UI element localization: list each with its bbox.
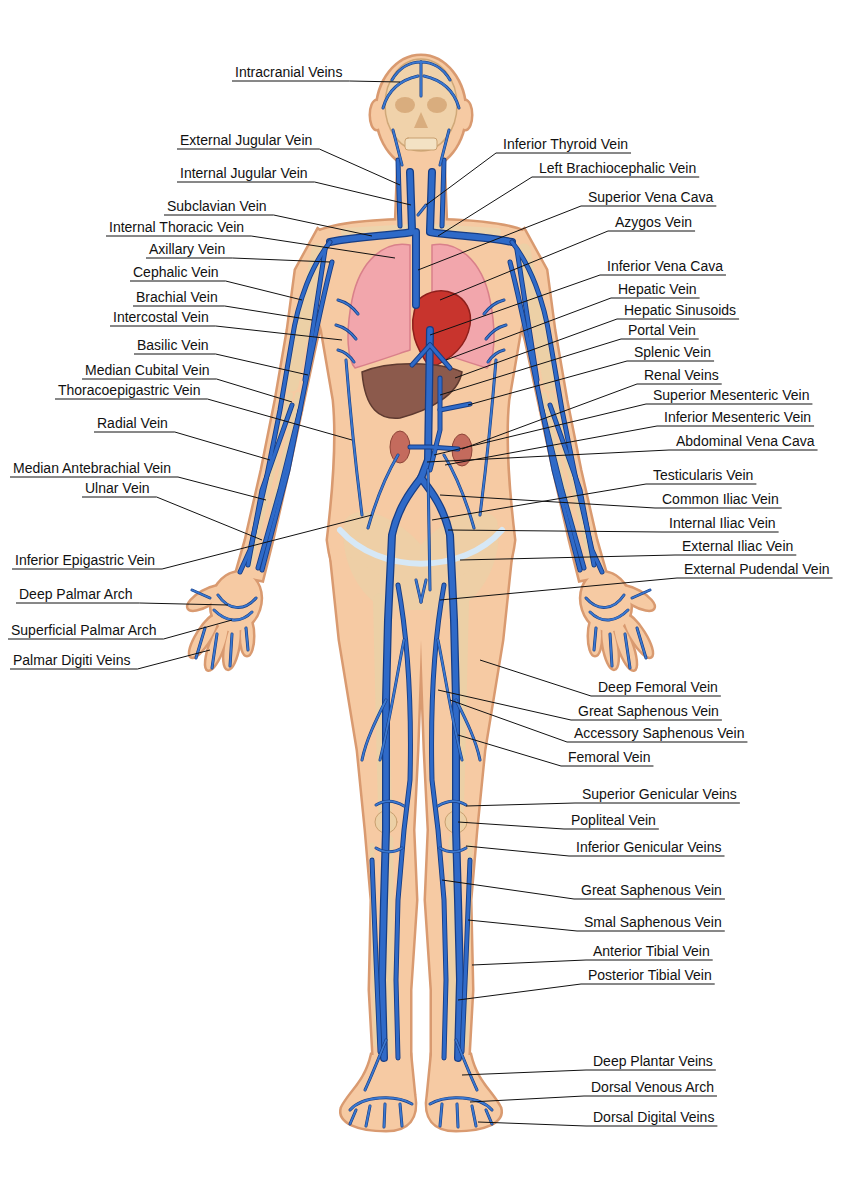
veins bbox=[240, 160, 411, 1058]
vein-label: Common Iliac Vein bbox=[661, 491, 780, 507]
vein-label: Intercostal Vein bbox=[112, 309, 210, 325]
vein-label: Deep Femoral Vein bbox=[597, 679, 719, 695]
veins bbox=[410, 345, 470, 470]
vein-label: Palmar Digiti Veins bbox=[12, 652, 132, 668]
vein-label: Inferior Epigastric Vein bbox=[14, 552, 156, 568]
vein-label: Accessory Saphenous Vein bbox=[573, 725, 745, 741]
vein-label: Thoracoepigastric Vein bbox=[57, 382, 201, 398]
leader-line bbox=[480, 660, 721, 696]
vein-label: Internal Iliac Vein bbox=[668, 515, 777, 531]
veins bbox=[418, 62, 430, 590]
vein-label: Deep Palmar Arch bbox=[18, 586, 134, 602]
vein-label: Intracranial Veins bbox=[234, 64, 343, 80]
leader-line bbox=[12, 515, 372, 569]
vein-label: Popliteal Vein bbox=[570, 812, 657, 828]
vein-label: Abdominal Vena Cava bbox=[675, 433, 816, 449]
vein-label: Median Antebrachial Vein bbox=[12, 460, 172, 476]
vein-label: Median Cubital Vein bbox=[84, 362, 211, 378]
leader-line bbox=[146, 258, 330, 262]
vein-label: Inferior Mesenteric Vein bbox=[663, 409, 812, 425]
vein-label: Superior Vena Cava bbox=[587, 189, 714, 205]
vein-label: Cephalic Vein bbox=[132, 264, 220, 280]
vein-label: Great Saphenous Vein bbox=[580, 882, 723, 898]
veins bbox=[432, 160, 603, 1058]
vein-label: Basilic Vein bbox=[136, 337, 210, 353]
leader-line bbox=[55, 399, 352, 440]
vein-label: Brachial Vein bbox=[135, 289, 219, 305]
veins bbox=[240, 160, 411, 1058]
organs bbox=[348, 244, 410, 368]
leader-line bbox=[442, 880, 725, 899]
leader-line bbox=[472, 960, 713, 965]
vein-label: Left Brachiocephalic Vein bbox=[538, 160, 697, 176]
vein-label: Anterior Tibial Vein bbox=[592, 943, 711, 959]
vein-label: Great Saphenous Vein bbox=[577, 703, 720, 719]
vein-label: Renal Veins bbox=[643, 367, 720, 383]
skeleton bbox=[340, 530, 502, 564]
vein-label: Posterior Tibial Vein bbox=[587, 967, 713, 983]
vein-label: Inferior Vena Cava bbox=[606, 258, 724, 274]
vein-label: Inferior Thyroid Vein bbox=[502, 136, 629, 152]
leader-line bbox=[470, 1096, 717, 1102]
vein-label: Testicularis Vein bbox=[652, 467, 754, 483]
leader-line bbox=[427, 450, 818, 462]
leader-line bbox=[232, 81, 400, 82]
leader-line bbox=[460, 555, 796, 560]
vein-label: Azygos Vein bbox=[614, 214, 693, 230]
vein-label: External Iliac Vein bbox=[681, 538, 794, 554]
vein-label: Inferior Genicular Veins bbox=[575, 839, 723, 855]
vein-label: Femoral Vein bbox=[567, 749, 651, 765]
leader-line bbox=[82, 497, 262, 540]
vein-label: Radial Vein bbox=[96, 415, 169, 431]
vein-label: External Jugular Vein bbox=[179, 132, 313, 148]
leader-line bbox=[106, 236, 395, 258]
veins bbox=[192, 62, 650, 1127]
veins bbox=[410, 345, 470, 470]
vein-label: Hepatic Sinusoids bbox=[623, 302, 737, 318]
leader-line bbox=[177, 149, 400, 185]
leader-line bbox=[450, 700, 747, 742]
veins bbox=[418, 62, 430, 590]
skeleton bbox=[405, 138, 437, 150]
vein-label: Portal Vein bbox=[627, 322, 697, 338]
vein-label: Internal Thoracic Vein bbox=[108, 219, 245, 235]
leader-line bbox=[8, 620, 232, 639]
vein-label: Dorsal Venous Arch bbox=[590, 1079, 715, 1095]
leader-line bbox=[458, 984, 715, 1000]
skeleton bbox=[414, 112, 428, 128]
skeleton bbox=[250, 59, 592, 1050]
leader-line bbox=[94, 432, 270, 460]
leader-line bbox=[10, 650, 210, 669]
organs bbox=[390, 431, 410, 463]
vein-label: Subclavian Vein bbox=[166, 198, 268, 214]
leader-line bbox=[16, 603, 228, 605]
leader-line bbox=[466, 803, 740, 806]
vein-label: Smal Saphenous Vein bbox=[583, 914, 723, 930]
leader-line bbox=[462, 1070, 716, 1075]
vein-label: Superior Genicular Veins bbox=[581, 786, 738, 802]
vein-label: External Pudendal Vein bbox=[683, 561, 831, 577]
vein-label: Splenic Vein bbox=[633, 344, 712, 360]
vein-label: Internal Jugular Vein bbox=[179, 165, 309, 181]
vein-label: Hepatic Vein bbox=[617, 281, 698, 297]
leader-line bbox=[440, 578, 833, 600]
skeleton bbox=[395, 97, 415, 113]
skeleton bbox=[427, 97, 447, 113]
vein-label: Superficial Palmar Arch bbox=[10, 622, 158, 638]
vein-label: Ulnar Vein bbox=[84, 480, 151, 496]
vein-label: Superior Mesenteric Vein bbox=[652, 387, 810, 403]
vein-label: Deep Plantar Veins bbox=[592, 1053, 714, 1069]
vein-label: Dorsal Digital Veins bbox=[592, 1109, 715, 1125]
veins bbox=[432, 160, 603, 1058]
vein-label: Axillary Vein bbox=[148, 241, 226, 257]
